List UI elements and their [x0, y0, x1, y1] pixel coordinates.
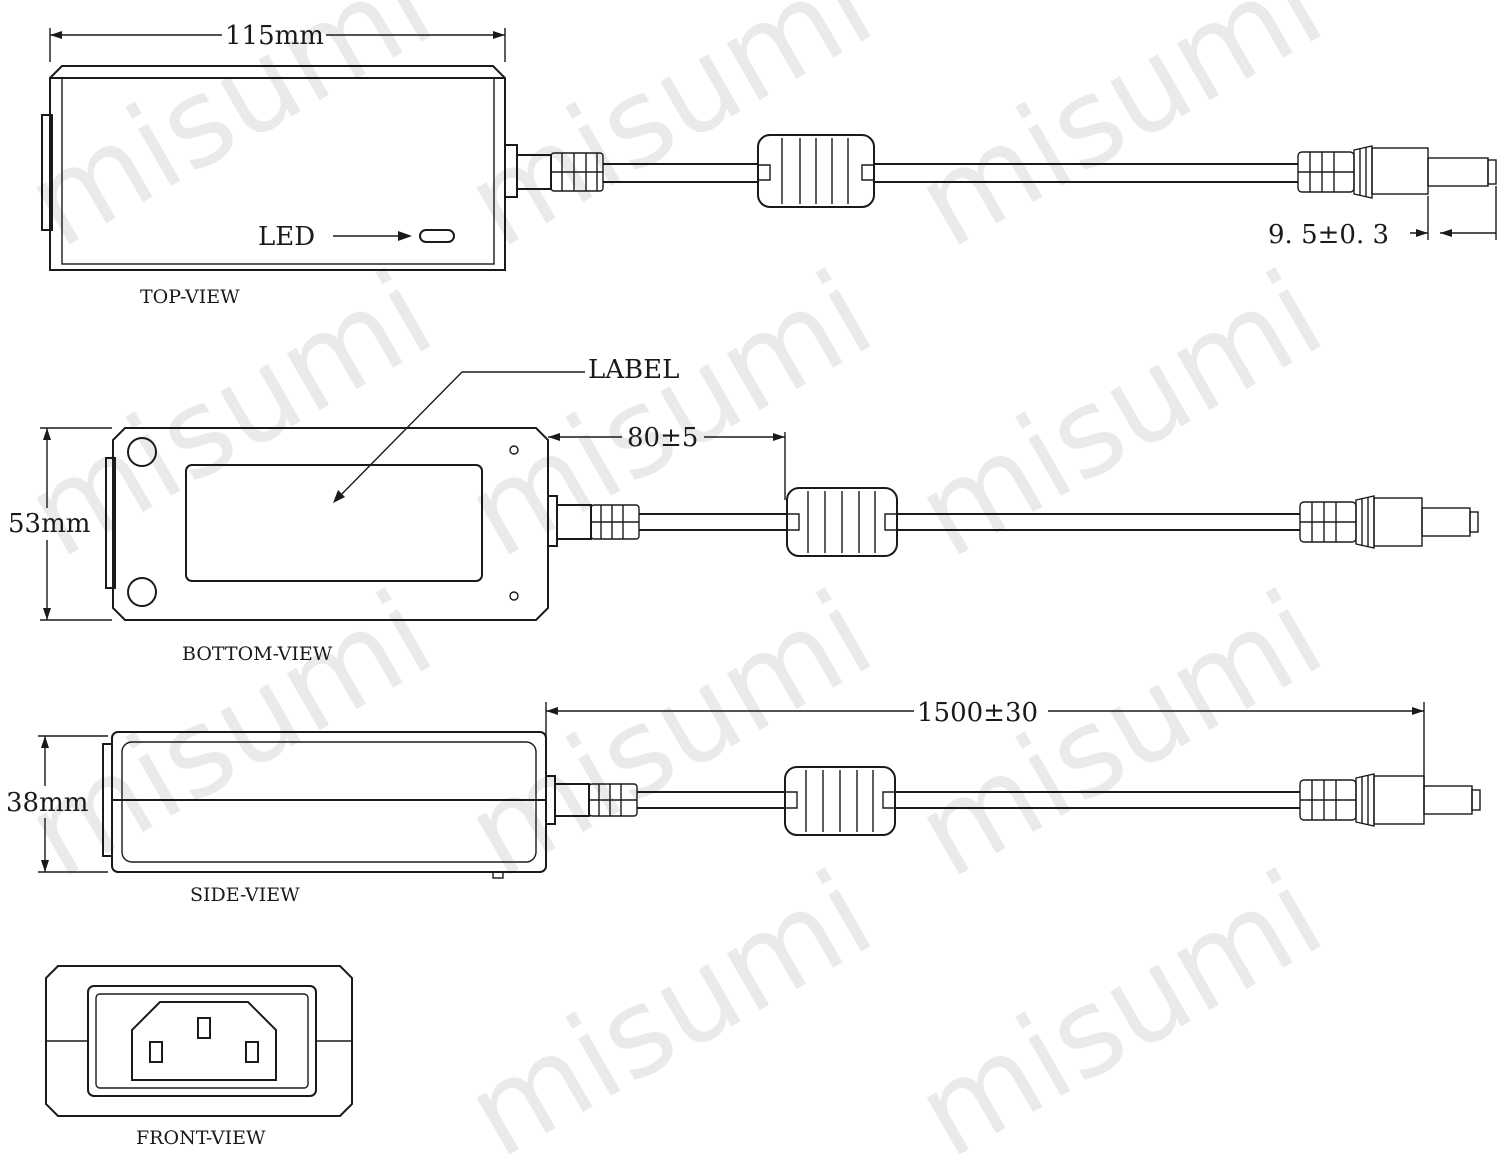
dimension-ferrite-distance: 80±5 — [627, 423, 698, 453]
top-view-title: TOP-VIEW — [140, 286, 240, 308]
bottom-view-title: BOTTOM-VIEW — [182, 643, 333, 665]
bottom-view: LABEL 53mm 80±5 — [8, 355, 1479, 665]
ferrite-core — [757, 134, 875, 208]
ferrite-core — [786, 487, 898, 557]
front-view: FRONT-VIEW — [45, 965, 353, 1149]
watermark: misumi — [5, 565, 455, 905]
front-view-title: FRONT-VIEW — [136, 1127, 266, 1149]
dimension-height: 38mm — [6, 788, 88, 818]
dimension-length: 115mm — [225, 21, 324, 51]
watermark: misumi — [445, 245, 895, 585]
dc-plug — [1297, 145, 1497, 199]
label-callout: LABEL — [588, 355, 679, 385]
dc-plug — [1299, 773, 1481, 827]
dc-plug — [1299, 495, 1479, 549]
dimension-plug-length: 9. 5±0. 3 — [1268, 220, 1389, 250]
dimension-cable-length: 1500±30 — [917, 698, 1038, 728]
watermark: misumi — [895, 245, 1345, 585]
led-label: LED — [258, 222, 315, 252]
iec-c14-inlet — [131, 1001, 277, 1081]
watermark: misumi — [445, 0, 895, 275]
dimension-width: 53mm — [8, 509, 90, 539]
side-view-title: SIDE-VIEW — [190, 884, 300, 906]
label-area — [185, 464, 483, 582]
ferrite-core — [784, 766, 896, 836]
top-view: 115mm LED — [41, 21, 1497, 308]
side-view: 38mm 1500±30 — [6, 698, 1481, 906]
led-indicator — [419, 229, 455, 243]
